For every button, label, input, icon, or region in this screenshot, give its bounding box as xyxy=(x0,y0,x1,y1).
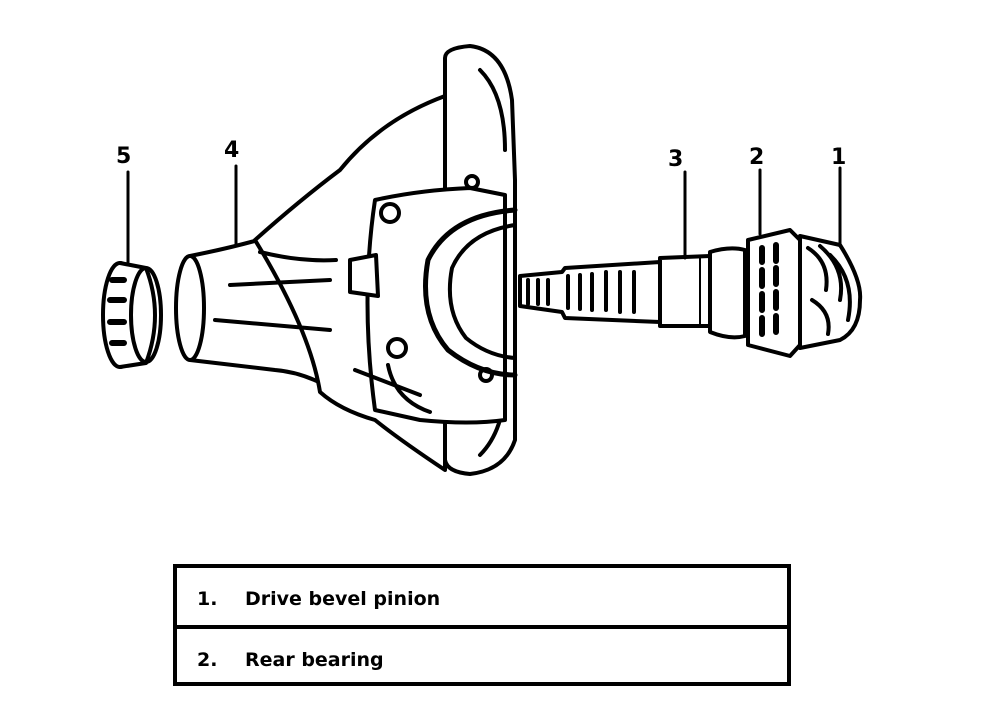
pinion-shaft-part xyxy=(518,246,747,340)
callout-1: 1 xyxy=(831,145,846,170)
parts-legend-table: 1. Drive bevel pinion 2. Rear bearing xyxy=(173,564,791,686)
legend-label: Rear bearing xyxy=(245,649,384,671)
legend-number: 2. xyxy=(197,649,218,671)
leader-lines xyxy=(126,164,842,264)
callout-4: 4 xyxy=(224,138,239,163)
carrier-housing-part xyxy=(174,44,518,476)
drive-bevel-pinion-part xyxy=(798,234,863,350)
callout-2: 2 xyxy=(749,145,764,170)
callout-5: 5 xyxy=(116,144,131,169)
bearing-race-part xyxy=(101,261,163,369)
legend-row: 1. Drive bevel pinion xyxy=(177,568,787,629)
rear-bearing-part xyxy=(746,228,802,358)
callout-3: 3 xyxy=(668,147,683,172)
legend-label: Drive bevel pinion xyxy=(245,588,441,610)
legend-row: 2. Rear bearing xyxy=(177,629,787,686)
legend-number: 1. xyxy=(197,588,218,610)
